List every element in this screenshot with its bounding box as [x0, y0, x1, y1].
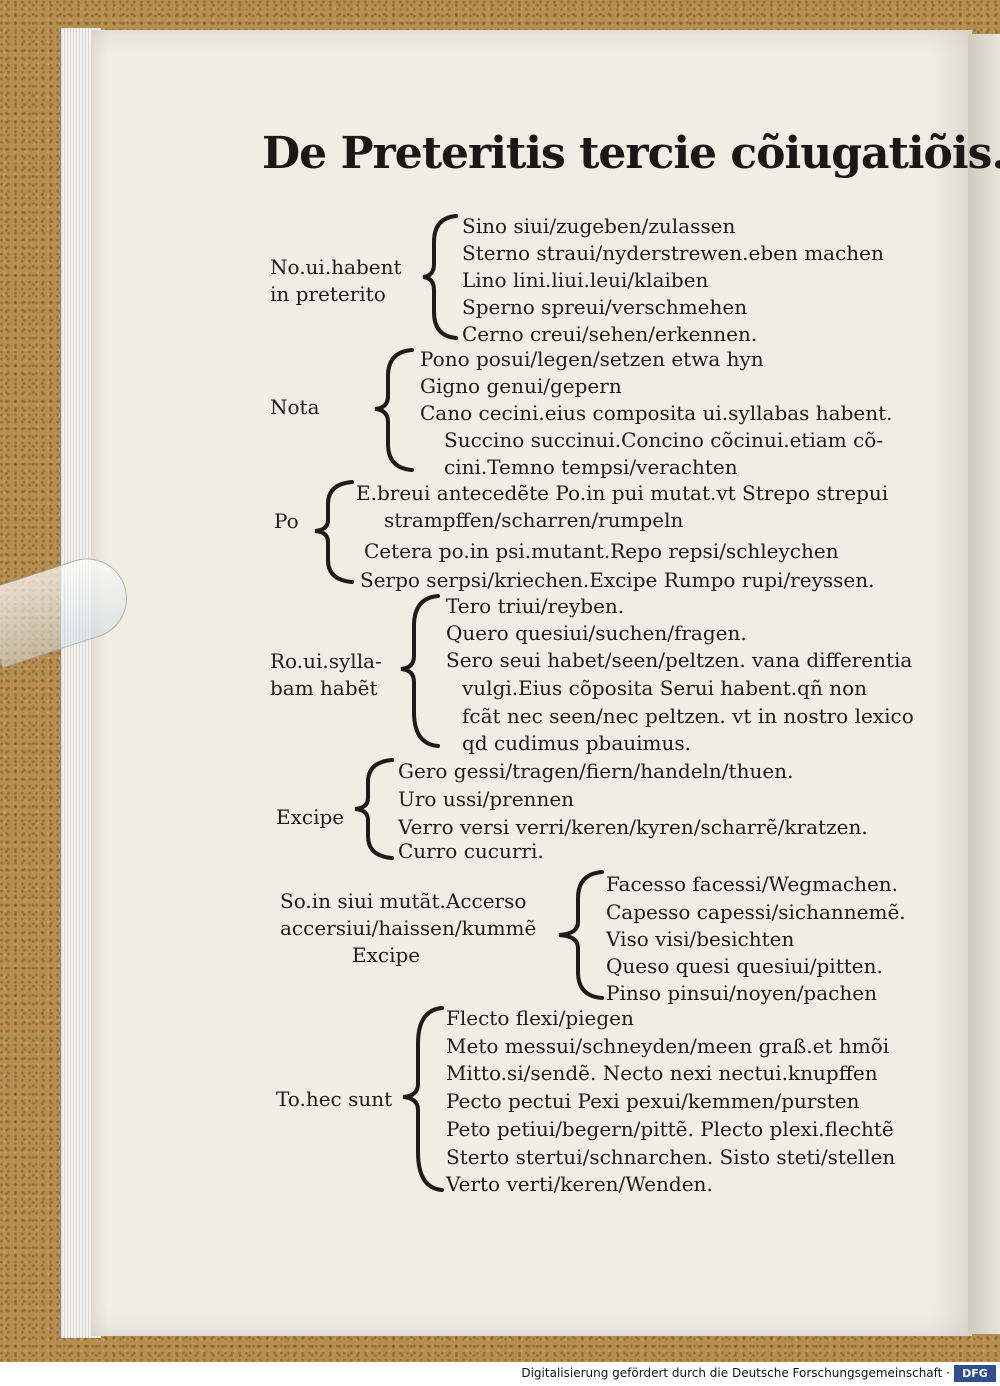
line-7-7: Verto verti/keren/Wenden. [446, 1172, 713, 1196]
page-title: De Preteritis tercie cõiugatiõis. [262, 128, 1000, 179]
brace-7 [402, 1006, 444, 1192]
line-4-5: fcãt nec seen/nec peltzen. vt in nostro … [462, 704, 914, 728]
line-5-2: Uro ussi/prennen [398, 787, 575, 811]
line-4-2: Quero quesiui/suchen/fragen. [446, 621, 747, 645]
line-7-6: Sterto stertui/schnarchen. Sisto steti/s… [446, 1145, 896, 1169]
line-6-1: Facesso facessi/Wegmachen. [606, 872, 899, 896]
brace-1 [422, 214, 458, 340]
brace-6 [558, 870, 604, 1000]
line-6-3: Viso visi/besichten [606, 927, 795, 951]
section-label-1: No.ui.habent in preterito [270, 255, 402, 306]
line-7-2: Meto messui/schneyden/meen graß.et hmõi [446, 1034, 890, 1058]
section-label-7: To.hec sunt [276, 1087, 393, 1111]
line-1-1: Sino siui/zugeben/zulassen [462, 214, 736, 238]
section-label-5: Excipe [276, 805, 345, 829]
line-1-3: Lino lini.liui.leui/klaiben [462, 268, 709, 292]
line-2-4: Succino succinui.Concino cõcinui.etiam c… [444, 428, 884, 452]
brace-3 [314, 480, 354, 584]
footer-bar: Digitalisierung gefördert durch die Deut… [0, 1362, 1000, 1386]
line-4-3: Sero seui habet/seen/peltzen. vana diffe… [446, 648, 913, 672]
line-2-3: Cano cecini.eius composita ui.syllabas h… [420, 401, 893, 425]
section-label-4: Ro.ui.sylla- bam habẽt [270, 649, 382, 700]
line-2-2: Gigno genui/gepern [420, 374, 622, 398]
line-5-1: Gero gessi/tragen/fiern/handeln/thuen. [398, 759, 794, 783]
brace-2 [374, 348, 414, 472]
line-1-4: Sperno spreui/verschmehen [462, 295, 748, 319]
line-6-5: Pinso pinsui/noyen/pachen [606, 981, 877, 1005]
line-1-2: Sterno straui/nyderstrewen.eben machen [462, 241, 884, 265]
line-3-4: Serpo serpsi/kriechen.Excipe Rumpo rupi/… [360, 568, 875, 592]
line-2-5: cini.Temno tempsi/verachten [444, 455, 738, 479]
funding-notice: Digitalisierung gefördert durch die Deut… [521, 1366, 950, 1380]
line-6-2: Capesso capessi/sichannemẽ. [606, 900, 906, 924]
line-4-4: vulgi.Eius cõposita Serui habent.qñ non [462, 676, 867, 700]
book-page [92, 30, 972, 1336]
line-5-3: Verro versi verri/keren/kyren/scharrẽ/kr… [398, 815, 868, 839]
line-6-4: Queso quesi quesiui/pitten. [606, 954, 883, 978]
line-3-3: Cetera po.in psi.mutant.Repo repsi/schle… [364, 539, 839, 563]
line-7-5: Peto petiui/begern/pittẽ. Plecto plexi.f… [446, 1117, 894, 1141]
line-1-5: Cerno creui/sehen/erkennen. [462, 322, 758, 346]
line-7-3: Mitto.si/sendẽ. Necto nexi nectui.knupff… [446, 1061, 878, 1085]
dfg-logo: DFG [954, 1365, 996, 1382]
section-label-2: Nota [270, 395, 320, 419]
line-4-6: qd cudimus pbauimus. [462, 731, 691, 755]
line-4-1: Tero triui/reyben. [446, 594, 625, 618]
line-7-4: Pecto pectui Pexi pexui/kemmen/pursten [446, 1089, 860, 1113]
line-3-2: strampffen/scharren/rumpeln [384, 508, 684, 532]
line-5-4: Curro cucurri. [398, 839, 544, 863]
brace-5 [354, 758, 394, 860]
brace-4 [400, 594, 440, 748]
section-label-6: So.in siui mutãt.Accerso accersiui/haiss… [280, 889, 537, 967]
facing-page-edge [968, 34, 1000, 1334]
section-label-3: Po [274, 509, 299, 533]
line-3-1: E.breui antecedẽte Po.in pui mutat.vt St… [356, 481, 889, 505]
line-2-1: Pono posui/legen/setzen etwa hyn [420, 347, 764, 371]
line-7-1: Flecto flexi/piegen [446, 1006, 634, 1030]
